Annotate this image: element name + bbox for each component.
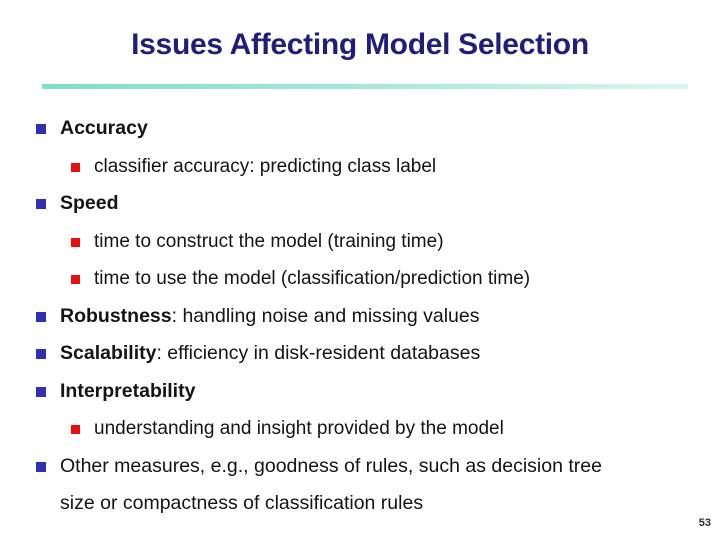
bullet-text: Scalability: efficiency in disk-resident… [60, 335, 480, 373]
bullet-rest-text: time to use the model (classification/pr… [94, 268, 531, 289]
bullet-item-robustness: Robustness: handling noise and missing v… [36, 298, 696, 336]
bullet-lead-text: Speed [60, 192, 119, 214]
bullet-lead-text: Interpretability [60, 379, 196, 402]
bullet-text: time to use the model (classification/pr… [94, 260, 530, 298]
square-bullet-icon [36, 311, 46, 322]
bullet-text: Accuracy [60, 110, 148, 148]
square-bullet-icon [71, 162, 80, 172]
bullet-text: understanding and insight provided by th… [94, 410, 504, 448]
bullet-rest-text: : efficiency in disk-resident databases [156, 342, 481, 364]
bullet-item-interpretability: Interpretability [36, 373, 696, 411]
square-bullet-icon [36, 124, 46, 134]
bullet-text: Other measures, e.g., goodness of rules,… [60, 448, 625, 523]
title-divider [42, 84, 688, 89]
slide-title: Issues Affecting Model Selection [131, 28, 589, 61]
bullet-list: Accuracy classifier accuracy: predicting… [36, 110, 696, 523]
square-bullet-icon [71, 237, 80, 247]
square-bullet-icon [71, 275, 80, 284]
bullet-text: classifier accuracy: predicting class la… [94, 148, 436, 186]
square-bullet-icon [36, 461, 46, 472]
bullet-item-scalability: Scalability: efficiency in disk-resident… [36, 335, 696, 373]
bullet-rest-text: classifier accuracy: predicting class la… [94, 155, 437, 177]
bullet-item-accuracy: Accuracy [36, 110, 696, 148]
bullet-text: Robustness: handling noise and missing v… [60, 298, 479, 336]
bullet-text: Interpretability [60, 373, 195, 411]
bullet-rest-text: time to construct the model (training ti… [94, 230, 444, 252]
bullet-rest-text: : handling noise and missing values [171, 304, 480, 327]
bullet-subitem-understanding: understanding and insight provided by th… [71, 410, 696, 448]
bullet-text: Speed [60, 185, 119, 223]
square-bullet-icon [36, 349, 46, 359]
square-bullet-icon [36, 386, 46, 397]
bullet-subitem-prediction-time: time to use the model (classification/pr… [71, 260, 696, 298]
square-bullet-icon [36, 199, 46, 209]
bullet-lead-text: Accuracy [60, 117, 148, 139]
bullet-lead-text: Scalability [60, 342, 157, 364]
bullet-subitem-classifier-accuracy: classifier accuracy: predicting class la… [71, 148, 696, 186]
bullet-text: time to construct the model (training ti… [94, 223, 444, 261]
square-bullet-icon [71, 425, 80, 434]
bullet-rest-text: Other measures, e.g., goodness of rules,… [60, 454, 602, 515]
bullet-lead-text: Robustness [60, 304, 172, 327]
bullet-subitem-training-time: time to construct the model (training ti… [71, 223, 696, 261]
bullet-rest-text: understanding and insight provided by th… [94, 418, 504, 439]
bullet-item-other-measures: Other measures, e.g., goodness of rules,… [36, 448, 696, 523]
bullet-item-speed: Speed [36, 185, 696, 223]
page-number: 53 [698, 517, 711, 529]
